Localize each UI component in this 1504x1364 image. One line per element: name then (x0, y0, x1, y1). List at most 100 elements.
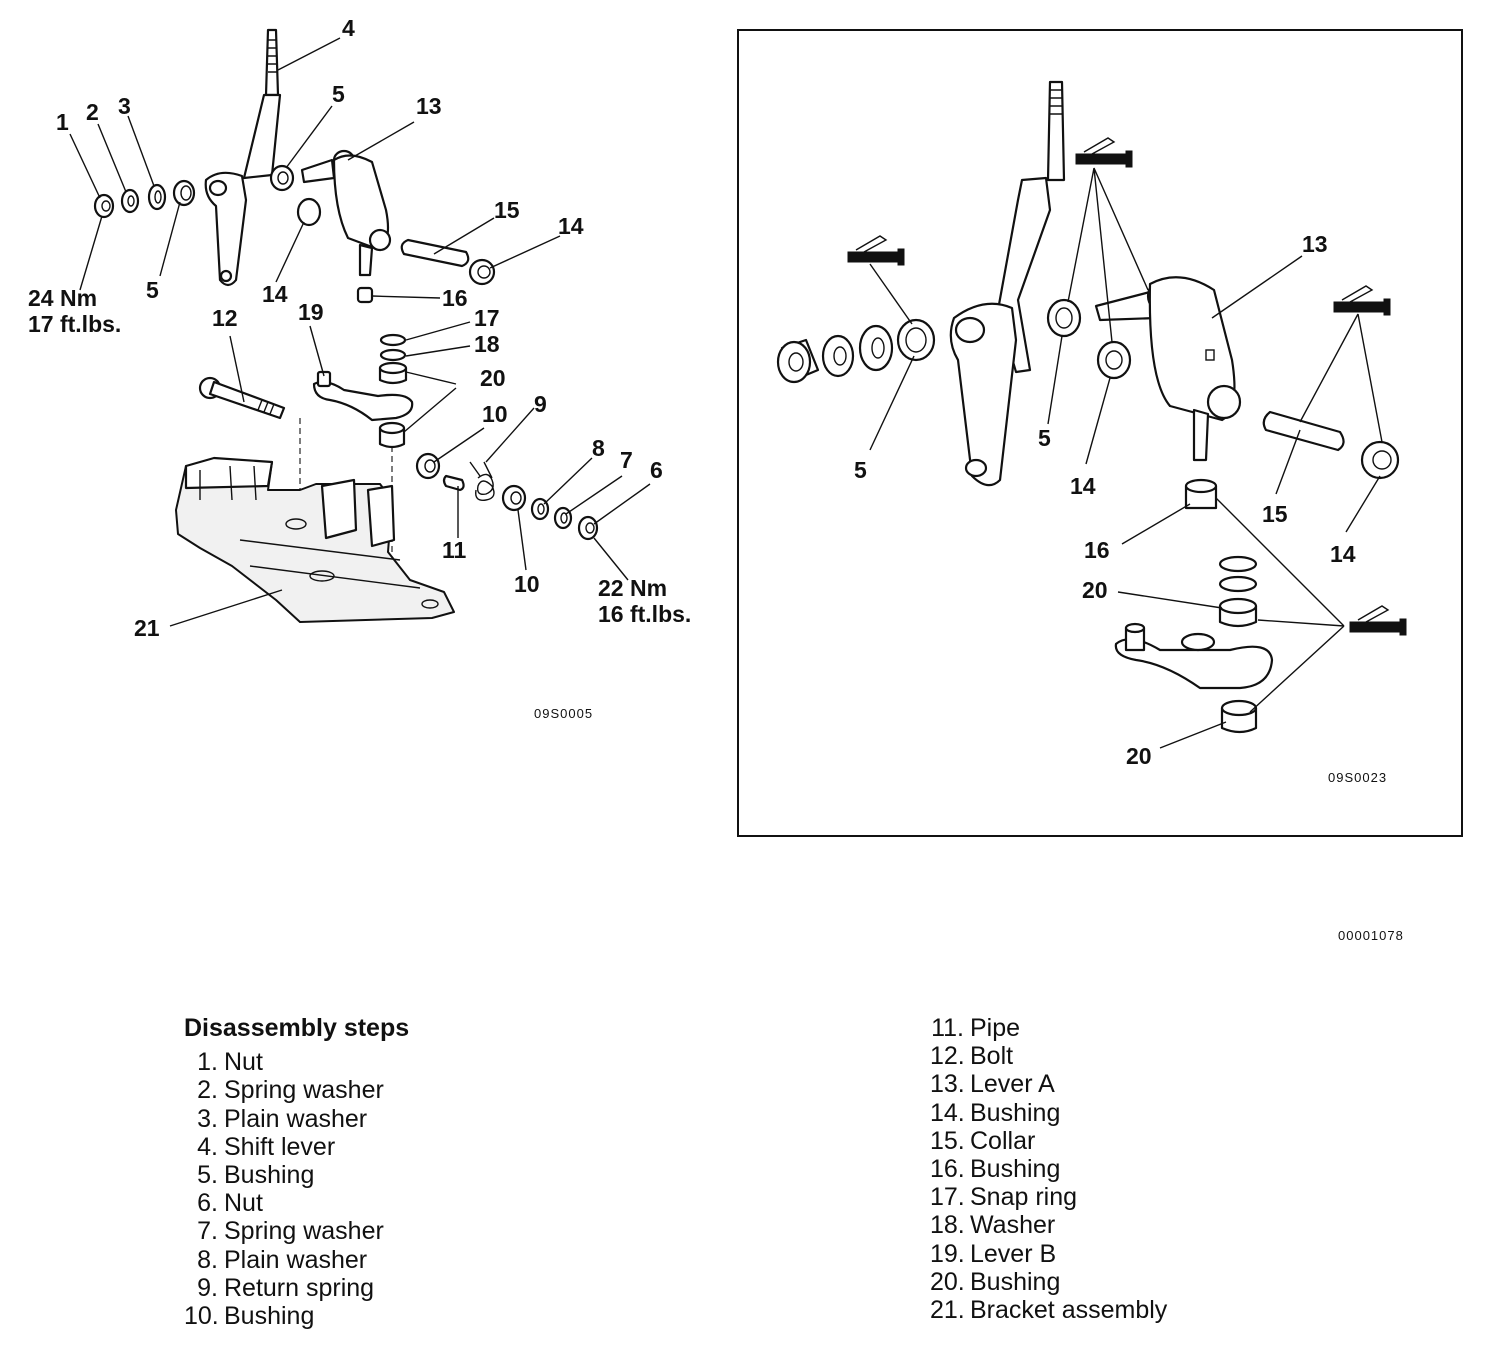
torque-left-ftlbs: 17 ft.lbs. (28, 311, 121, 337)
list-item: 10.Bushing (184, 1302, 315, 1331)
list-item: 8.Plain washer (197, 1245, 368, 1274)
callout-18: 18 (474, 331, 500, 357)
list-item: 16.Bushing (930, 1155, 1061, 1184)
torque-right-ftlbs: 16 ft.lbs. (598, 601, 691, 627)
bushing-14-detail-right (1360, 440, 1400, 480)
washer-18-part (379, 348, 407, 362)
right-detail-view: 13 5 5 14 15 14 16 20 20 09S0023 (737, 29, 1463, 837)
callout-12: 12 (212, 305, 238, 331)
callout-20-detail-upper: 20 (1082, 577, 1108, 603)
callout-5-detail-left: 5 (854, 457, 867, 483)
callout-1: 1 (56, 109, 69, 135)
collar-detail (1262, 410, 1345, 452)
callout-19: 19 (298, 299, 324, 325)
nut-washer-stack-left (93, 179, 196, 219)
leader-lines-right (869, 255, 1381, 749)
detail-frame (737, 29, 1463, 837)
bushing-14-right (468, 258, 496, 286)
grease-gun-icon (1349, 605, 1407, 636)
callouts-right: 13 5 5 14 15 14 16 20 20 09S0023 (854, 231, 1387, 785)
callout-6: 6 (650, 457, 663, 483)
callout-5-upper: 5 (332, 81, 345, 107)
document-code: 00001078 (1338, 928, 1404, 943)
lever-a-part (300, 149, 392, 277)
shift-lever-part (204, 28, 282, 287)
list-item: 17.Snap ring (930, 1183, 1078, 1212)
callout-14-right: 14 (558, 213, 584, 239)
grease-gun-icon (1075, 137, 1133, 168)
lever-b-detail (1114, 622, 1274, 690)
callout-13-detail: 13 (1302, 231, 1328, 257)
callout-2: 2 (86, 99, 99, 125)
list-item: 13.Lever A (930, 1070, 1055, 1099)
bushing-5-detail (1046, 298, 1082, 338)
callout-17: 17 (474, 305, 500, 331)
callout-15-detail: 15 (1262, 501, 1288, 527)
lever-a-detail (1094, 276, 1242, 462)
leader-lines-left (69, 37, 651, 627)
list-item: 1.Nut (197, 1048, 263, 1077)
callout-7: 7 (620, 447, 633, 473)
nut-washer-stack-right (776, 318, 936, 384)
figure-code-left: 09S0005 (534, 706, 593, 721)
legend-right-column: 11.Pipe 12.Bolt 13.Lever A 14.Bushing 15… (930, 1014, 1350, 1324)
shift-lever-detail (949, 80, 1066, 487)
callout-14-left: 14 (262, 281, 288, 307)
list-item: 15.Collar (930, 1126, 1036, 1155)
callout-9: 9 (534, 391, 547, 417)
callout-13: 13 (416, 93, 442, 119)
callout-11: 11 (442, 537, 467, 563)
callout-10-lower: 10 (514, 571, 540, 597)
snap-ring-part (379, 333, 407, 347)
callout-8: 8 (592, 435, 605, 461)
callouts-left: 1 2 3 4 5 5 13 15 14 14 16 12 19 17 18 2… (28, 15, 691, 721)
figure-code-right: 09S0023 (1328, 770, 1387, 785)
list-item: 11.Pipe (931, 1014, 1021, 1042)
list-item: 5.Bushing (197, 1161, 315, 1190)
torque-right-nm: 22 Nm (598, 575, 667, 601)
return-spring-part (469, 461, 495, 501)
bushing-10-lower (501, 484, 527, 512)
list-item: 21.Bracket assembly (930, 1296, 1168, 1325)
callout-20: 20 (480, 365, 506, 391)
left-exploded-view: 1 2 3 4 5 5 13 15 14 14 16 12 19 17 18 2… (28, 15, 691, 721)
callout-5-lower: 5 (146, 277, 159, 303)
callout-5-detail-right: 5 (1038, 425, 1051, 451)
bushing-10-upper (415, 452, 441, 480)
callout-14-detail-right: 14 (1330, 541, 1356, 567)
bushing-5-upper (269, 164, 295, 192)
list-item: 19.Lever B (930, 1239, 1057, 1268)
bushing-14-detail-left (1096, 340, 1132, 380)
list-item: 3.Plain washer (197, 1104, 368, 1133)
exploded-diagram: 1 2 3 4 5 5 13 15 14 14 16 12 19 17 18 2… (28, 15, 1463, 943)
pipe-part (442, 474, 465, 492)
list-item: 9.Return spring (197, 1273, 375, 1302)
bracket-assembly-part (175, 456, 455, 623)
list-item: 6.Nut (197, 1189, 263, 1218)
bolt-part (198, 376, 286, 420)
bushing-14-left (296, 197, 322, 227)
callout-10-upper: 10 (482, 401, 508, 427)
grease-gun-icon (1333, 285, 1391, 316)
callout-4: 4 (342, 15, 355, 41)
torque-left-nm: 24 Nm (28, 285, 97, 311)
callout-21: 21 (134, 615, 160, 641)
legend-title: Disassembly steps (184, 1014, 410, 1042)
callout-3: 3 (118, 93, 131, 119)
bushing-16-left (356, 286, 374, 304)
grease-gun-icon (847, 235, 905, 266)
callout-20-detail-lower: 20 (1126, 743, 1152, 769)
callout-16: 16 (442, 285, 468, 311)
list-item: 14.Bushing (930, 1098, 1061, 1127)
list-item: 12.Bolt (930, 1042, 1014, 1071)
list-item: 2.Spring washer (197, 1076, 384, 1105)
legend-left-column: Disassembly steps 1.Nut 2.Spring washer … (184, 1014, 604, 1330)
callout-16-detail: 16 (1084, 537, 1110, 563)
list-item: 7.Spring washer (197, 1217, 384, 1246)
lever-b-part (312, 370, 414, 422)
callout-14-detail-left: 14 (1070, 473, 1096, 499)
list-item: 18.Washer (930, 1211, 1056, 1240)
callout-15: 15 (494, 197, 520, 223)
list-item: 20.Bushing (930, 1267, 1061, 1296)
list-item: 4.Shift lever (197, 1132, 336, 1161)
